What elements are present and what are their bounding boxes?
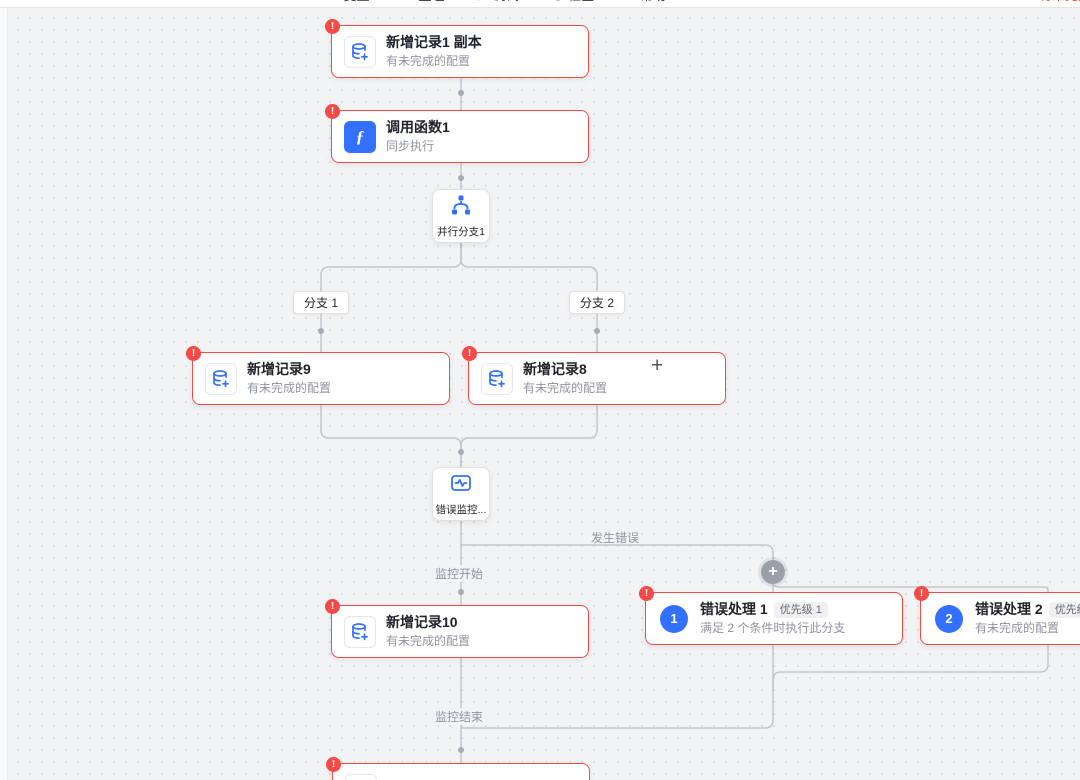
node-title: 错误处理 1 bbox=[700, 601, 768, 617]
priority-badge: 优先级 1 bbox=[773, 601, 828, 618]
help-icon: ? bbox=[628, 0, 635, 2]
error-badge-icon: ! bbox=[462, 346, 477, 361]
error-badge-icon: ! bbox=[326, 757, 341, 772]
error-badge-icon: ! bbox=[325, 599, 340, 614]
branch-label-2[interactable]: 分支 2 bbox=[568, 291, 626, 314]
node-call-function-1[interactable]: ! ƒ 调用函数1 同步执行 bbox=[325, 104, 589, 163]
edge-label-monitor-start: 监控开始 bbox=[430, 565, 488, 582]
toolbar-item-check[interactable]: ◎ 检查 bbox=[553, 0, 595, 4]
toolbar-item-tidy[interactable]: ✦ 整理 bbox=[403, 0, 444, 4]
node-error-monitor[interactable]: 错误监控... bbox=[432, 467, 490, 521]
node-title: 调用函数1 bbox=[386, 119, 450, 135]
toolbar: ⚡ 变量 ✦ 整理 ▶ 调试 ◎ 检查 ? 帮助 有未完成的配置 bbox=[0, 0, 1080, 8]
database-add-icon bbox=[481, 362, 513, 395]
number-2-icon: 2 bbox=[935, 604, 963, 633]
priority-badge: 优先级 2 bbox=[1048, 601, 1080, 618]
function-icon: ƒ bbox=[344, 120, 376, 153]
node-subtitle: 有未完成的配置 bbox=[975, 621, 1060, 635]
node-parallel-branch-1[interactable]: 并行分支1 bbox=[432, 189, 490, 243]
toolbar-item-variables[interactable]: ⚡ 变量 bbox=[330, 0, 369, 4]
toolbar-item-debug[interactable]: ▶ 调试 bbox=[479, 0, 519, 4]
plus-icon: + bbox=[768, 563, 778, 580]
node-add-record-1-copy[interactable]: ! 新增记录1 副本 有未完成的配置 bbox=[325, 19, 589, 78]
database-add-icon bbox=[205, 362, 237, 395]
node-title: 新增记录1 副本 bbox=[386, 34, 482, 50]
node-subtitle: 有未完成的配置 bbox=[247, 381, 332, 395]
node-error-handler-1[interactable]: ! 1 错误处理 1 优先级 1 满足 2 个条件时执行此分支 bbox=[639, 586, 903, 645]
node-title: 新增记录8 bbox=[523, 361, 587, 377]
node-list-loop-copy[interactable]: ! 列表循环1 副本222 bbox=[326, 757, 590, 780]
node-add-record-10[interactable]: ! 新增记录10 有未完成的配置 bbox=[325, 599, 589, 658]
toolbar-item-help[interactable]: ? 帮助 bbox=[628, 0, 666, 4]
debug-icon: ▶ bbox=[479, 0, 488, 2]
loop-icon bbox=[345, 773, 377, 780]
check-icon: ◎ bbox=[553, 0, 563, 2]
node-title: 并行分支1 bbox=[437, 225, 485, 238]
error-badge-icon: ! bbox=[186, 346, 201, 361]
node-subtitle: 有未完成的配置 bbox=[386, 634, 471, 648]
number-1-icon: 1 bbox=[660, 604, 688, 633]
error-badge-icon: ! bbox=[325, 104, 340, 119]
add-branch-button[interactable]: + bbox=[761, 560, 785, 584]
branch-label-1[interactable]: 分支 1 bbox=[292, 291, 350, 314]
database-add-icon bbox=[344, 35, 376, 68]
monitor-icon bbox=[450, 472, 472, 499]
node-add-record-8[interactable]: ! 新增记录8 有未完成的配置 bbox=[462, 346, 726, 405]
add-node-button[interactable]: + bbox=[651, 354, 664, 377]
node-subtitle: 同步执行 bbox=[386, 139, 435, 153]
error-badge-icon: ! bbox=[914, 586, 929, 601]
left-panel-edge bbox=[0, 0, 8, 780]
parallel-branch-icon bbox=[450, 194, 472, 221]
node-title: 错误处理 2 bbox=[975, 601, 1043, 617]
node-title: 新增记录9 bbox=[247, 361, 311, 377]
tidy-icon: ✦ bbox=[403, 0, 413, 2]
edge-label-monitor-end: 监控结束 bbox=[430, 708, 488, 725]
node-add-record-9[interactable]: ! 新增记录9 有未完成的配置 bbox=[186, 346, 450, 405]
error-badge-icon: ! bbox=[325, 19, 340, 34]
edge-label-error: 发生错误 bbox=[590, 531, 640, 545]
error-badge-icon: ! bbox=[639, 586, 654, 601]
node-subtitle: 满足 2 个条件时执行此分支 bbox=[700, 621, 846, 635]
node-error-handler-2[interactable]: ! 2 错误处理 2 优先级 2 有未完成的配置 bbox=[914, 586, 1080, 645]
node-subtitle: 有未完成的配置 bbox=[523, 381, 608, 395]
database-add-icon bbox=[344, 615, 376, 648]
node-subtitle: 有未完成的配置 bbox=[386, 54, 471, 68]
variable-icon: ⚡ bbox=[330, 0, 338, 2]
node-title: 新增记录10 bbox=[386, 614, 458, 630]
node-title: 错误监控... bbox=[435, 503, 487, 516]
config-warning: 有未完成的配置 bbox=[1039, 0, 1080, 4]
